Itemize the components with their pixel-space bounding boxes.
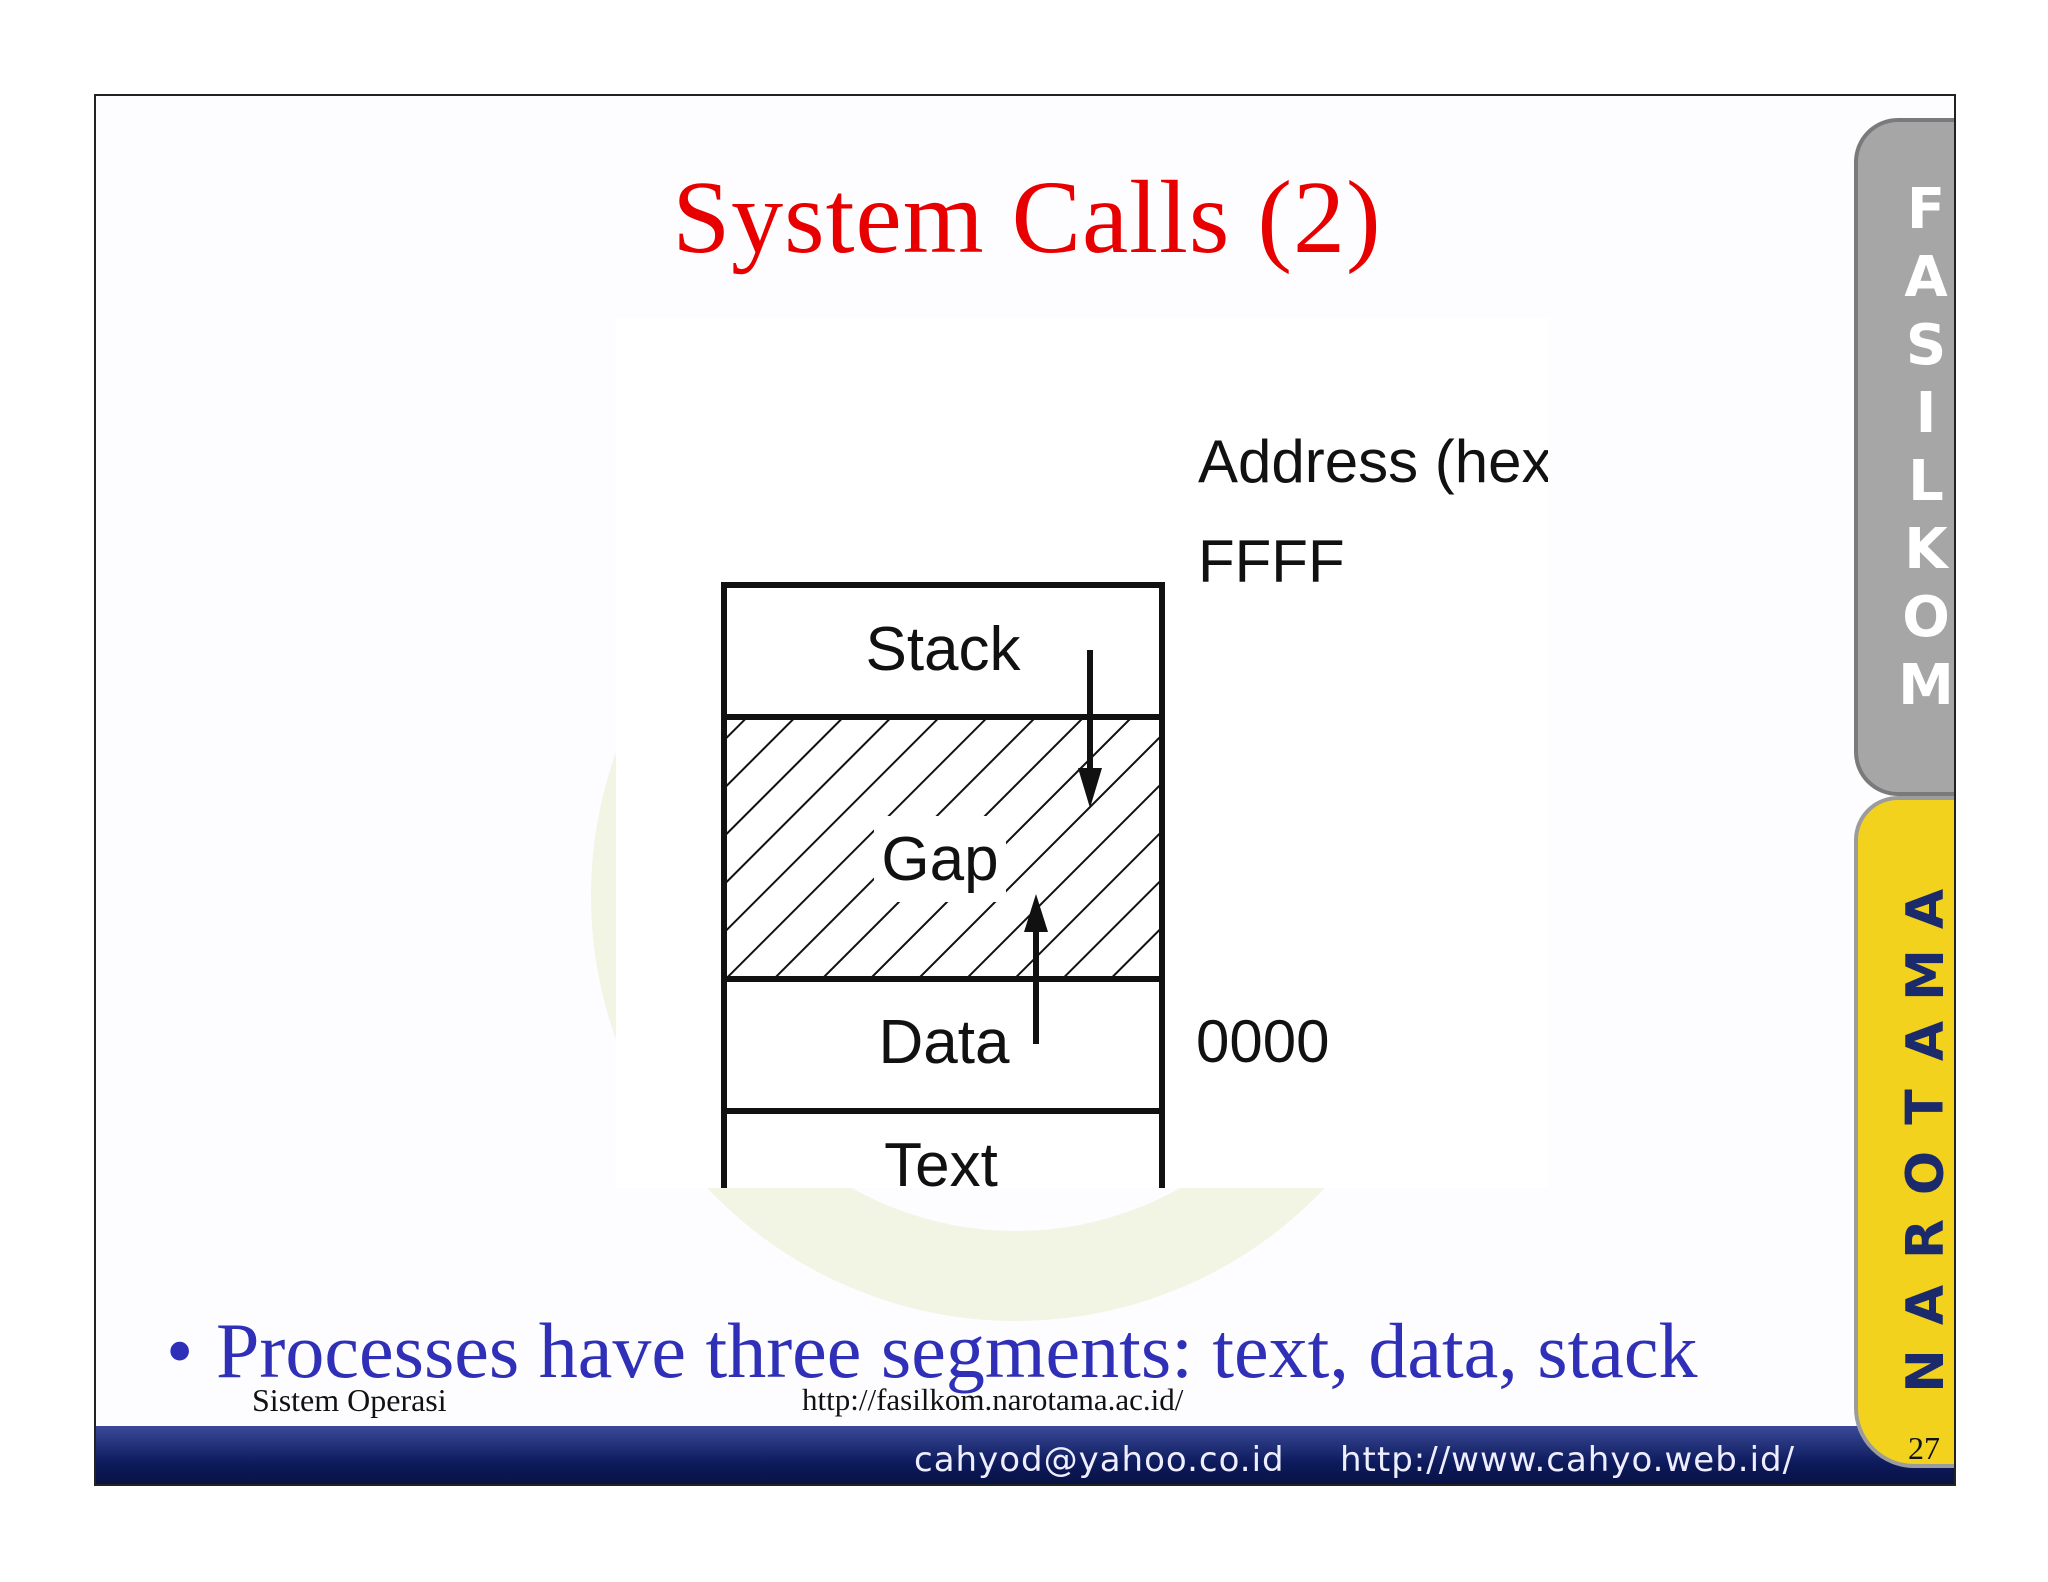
bullet-text: Processes have three segments: text, dat… <box>216 1307 1698 1394</box>
narotama-tab <box>1854 796 1954 1468</box>
side-letter: L <box>1908 449 1944 514</box>
text-segment <box>721 1108 1165 1188</box>
side-letter: M <box>1896 949 1956 1001</box>
side-letter: F <box>1906 177 1946 242</box>
data-label: Data <box>879 1008 1010 1077</box>
footer-course: Sistem Operasi <box>252 1382 447 1418</box>
data-segment <box>721 976 1165 1114</box>
address-label: Address (hex) <box>1198 428 1548 495</box>
side-letter: A <box>1896 888 1956 930</box>
bullet-point: • Processes have three segments: text, da… <box>166 1306 1698 1396</box>
stack-label: Stack <box>865 615 1021 684</box>
slide-title: System Calls (2) <box>672 160 1382 275</box>
text-label: Text <box>884 1131 998 1188</box>
contact-email[interactable]: cahyod@yahoo.co.id <box>914 1440 1285 1480</box>
gap-label-background <box>874 816 1006 902</box>
contact-website[interactable]: http://www.cahyo.web.id/ <box>1340 1440 1796 1480</box>
fasilkom-lettering: F A S I L K O M <box>1896 176 1954 720</box>
side-letter: K <box>1904 517 1948 582</box>
top-address: FFFF <box>1198 528 1345 595</box>
side-letter: R <box>1895 1218 1956 1260</box>
gap-label: Gap <box>881 825 998 894</box>
bottom-address: 0000 <box>1196 1008 1329 1075</box>
side-letter: N <box>1896 1349 1956 1393</box>
bullet-dot: • <box>166 1307 194 1394</box>
side-letter: I <box>1915 381 1937 446</box>
side-letter: M <box>1898 653 1954 718</box>
data-arrowhead <box>1024 894 1048 932</box>
side-letter: T <box>1895 1089 1956 1125</box>
memory-layout-diagram: Address (hex) FFFF 0000 Stack Gap Data T… <box>721 428 1548 1188</box>
narotama-lettering: A M A T O R A N <box>1895 876 1956 1404</box>
side-letter: A <box>1896 1284 1956 1326</box>
bottom-bar <box>96 1426 1954 1484</box>
side-letter: A <box>1904 245 1948 310</box>
stack-arrowhead <box>1078 768 1102 808</box>
side-letter: O <box>1896 1150 1956 1196</box>
slide: System Calls (2) Address (hex) FFFF 0000… <box>94 94 1956 1486</box>
side-letter: S <box>1905 313 1947 378</box>
page-number: 27 <box>1908 1430 1940 1466</box>
footer-url[interactable]: http://fasilkom.narotama.ac.id/ <box>802 1382 1184 1417</box>
side-letter: A <box>1896 1020 1956 1062</box>
fasilkom-tab <box>1854 118 1954 796</box>
side-letter: O <box>1902 585 1950 650</box>
